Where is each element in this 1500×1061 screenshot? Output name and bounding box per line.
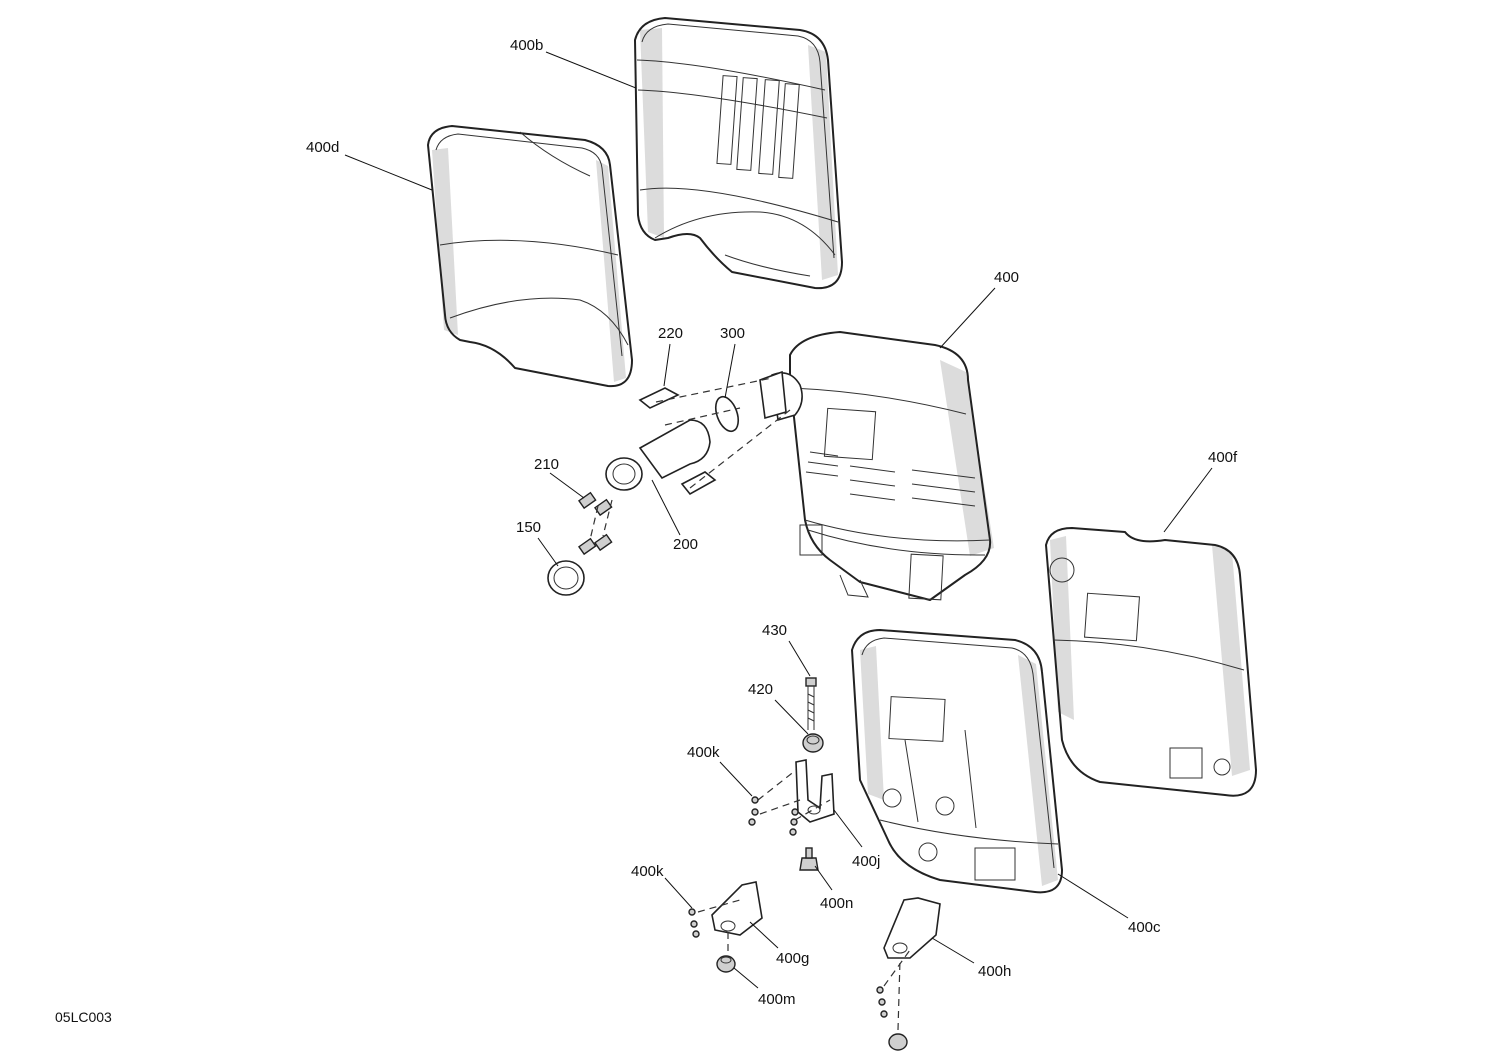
grommet-420	[802, 733, 824, 753]
grommet-400m	[716, 955, 736, 973]
inlet-pipe-assembly	[547, 370, 791, 596]
callout-400c: 400c	[1128, 919, 1161, 936]
callout-labels: 400b 400d 400 220 300 210 150 200 400f 4…	[55, 37, 1238, 1025]
heat-shield-400c	[851, 629, 1063, 894]
callout-220: 220	[658, 325, 683, 342]
callout-400m: 400m	[758, 991, 796, 1008]
callout-420: 420	[748, 681, 773, 698]
callout-300: 300	[720, 325, 745, 342]
bracket-400h	[876, 897, 941, 1051]
leader-lines	[344, 51, 1213, 989]
callout-400n: 400n	[820, 895, 853, 912]
callout-400g: 400g	[776, 950, 809, 967]
callout-400k-lower: 400k	[631, 863, 664, 880]
screws-400k-upper	[748, 796, 799, 836]
callout-400h: 400h	[978, 963, 1011, 980]
bracket-400g	[688, 881, 763, 955]
callout-400d: 400d	[306, 139, 339, 156]
callout-150: 150	[516, 519, 541, 536]
callout-400f: 400f	[1208, 449, 1238, 466]
callout-400b: 400b	[510, 37, 543, 54]
heat-shield-400d	[427, 125, 633, 388]
heat-shield-400b	[634, 17, 843, 290]
callout-400j: 400j	[852, 853, 880, 870]
heat-shield-400f	[1045, 527, 1257, 797]
callout-400: 400	[994, 269, 1019, 286]
muffler-400	[771, 331, 994, 601]
figure-id: 05LC003	[55, 1009, 112, 1025]
callout-200: 200	[673, 536, 698, 553]
callout-430: 430	[762, 622, 787, 639]
callout-400k-upper: 400k	[687, 744, 720, 761]
callout-210: 210	[534, 456, 559, 473]
bolt-430	[805, 677, 817, 730]
bracket-400j	[757, 759, 835, 823]
